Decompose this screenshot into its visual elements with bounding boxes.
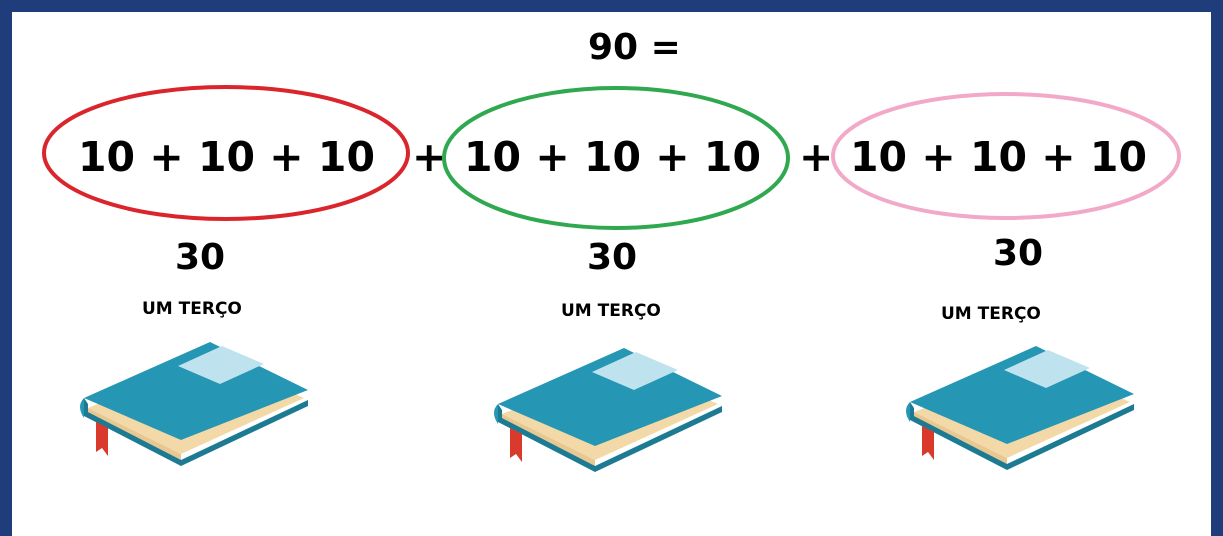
group-1-expression: 10 + 10 + 10 — [78, 133, 375, 181]
group-1-sum: 30 — [175, 237, 226, 278]
group-2-sum: 30 — [587, 237, 638, 278]
group-3-sum: 30 — [993, 233, 1044, 274]
book-icon — [494, 348, 722, 472]
group-3-expression: 10 + 10 + 10 — [850, 133, 1147, 181]
equation-total: 90 = — [588, 27, 681, 68]
group-ring-2 — [442, 86, 790, 230]
plus-sign-1: + — [412, 133, 447, 181]
group-2-expression: 10 + 10 + 10 — [464, 133, 761, 181]
group-2-fraction: UM TERÇO — [561, 301, 661, 321]
group-1-fraction: UM TERÇO — [142, 299, 242, 319]
book-icon — [80, 342, 308, 466]
book-icon — [906, 346, 1134, 470]
group-ring-3 — [831, 92, 1181, 220]
group-3-fraction: UM TERÇO — [941, 304, 1041, 324]
group-ring-1 — [42, 85, 410, 221]
plus-sign-2: + — [799, 133, 834, 181]
